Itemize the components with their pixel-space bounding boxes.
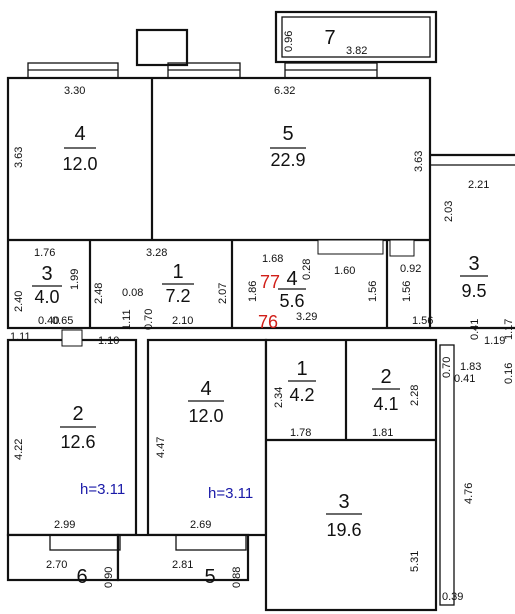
room-label-area: 9.5	[461, 281, 486, 301]
dimension-label: 3.29	[296, 311, 317, 323]
balcony-5-outline	[116, 533, 250, 582]
dimension-label: 2.03	[443, 201, 455, 222]
balcony-6-outline	[6, 533, 120, 582]
room-label-number: 4	[200, 378, 211, 400]
dimension-label: 1.56	[401, 281, 413, 302]
dimension-label: 0.90	[103, 567, 115, 588]
room-label-area: 4.1	[373, 394, 398, 414]
dimension-label: 2.99	[54, 519, 75, 531]
dimension-label: 3.28	[146, 247, 167, 259]
balcony-number: 7	[324, 27, 335, 49]
dimension-label: 3.63	[13, 147, 25, 168]
dimension-label: 1.10	[98, 335, 119, 347]
balcony-top-inner	[281, 16, 431, 58]
dimension-label: 1.83	[460, 361, 481, 373]
dimension-label: 0.96	[283, 31, 295, 52]
dimension-label: 4.76	[463, 483, 475, 504]
ceiling-height-mid: h=3.11	[208, 485, 253, 502]
window-bottom-left	[49, 534, 121, 551]
dimension-label: 0.65	[52, 315, 73, 327]
room-label-number: 2	[72, 403, 83, 425]
dimension-label: 0.41	[454, 373, 475, 385]
dimension-label: 0.40	[38, 315, 59, 327]
dimension-label: 0.88	[231, 567, 243, 588]
dimension-label: 1.56	[412, 315, 433, 327]
dimension-label: 1.17	[503, 319, 515, 340]
dimension-label: 3.30	[64, 85, 85, 97]
toilet-fixture	[61, 329, 83, 347]
dimension-label: 2.28	[409, 385, 421, 406]
dimension-label: 1.19	[484, 335, 505, 347]
dimension-label: 2.07	[217, 283, 229, 304]
room-label-number: 1	[172, 261, 183, 283]
dimension-label: 2.48	[93, 283, 105, 304]
dimension-label: 2.40	[13, 291, 25, 312]
room-label-area: 12.6	[60, 432, 95, 452]
dimension-label: 0.92	[400, 263, 421, 275]
room-label-number: 4	[286, 268, 297, 290]
room-label-area: 5.6	[279, 291, 304, 311]
room-label-number: 3	[338, 491, 349, 513]
room-3-big-outline	[264, 338, 438, 612]
dimension-label: 3.63	[413, 151, 425, 172]
room-label-number: 5	[282, 123, 293, 145]
dimension-label: 0.39	[442, 591, 463, 603]
dimension-label: 0.70	[441, 357, 453, 378]
dimension-label: 2.10	[172, 315, 193, 327]
dimension-label: 1.11	[121, 309, 133, 330]
window-bottom-mid	[175, 534, 247, 551]
dimension-label: 2.70	[46, 559, 67, 571]
room-label-number: 4	[74, 123, 85, 145]
room-label-area: 4.0	[34, 287, 59, 307]
dimension-label: 1.60	[334, 265, 355, 277]
lower-right-window	[439, 344, 455, 606]
red-mark-upper: 77	[260, 272, 280, 292]
dimension-label: 3.82	[346, 45, 367, 57]
dimension-label: 4.22	[13, 439, 25, 460]
dimension-label: 1.78	[290, 427, 311, 439]
room-label-number: 1	[296, 358, 307, 380]
balcony-number: 6	[76, 566, 87, 588]
dimension-label: 1.81	[372, 427, 393, 439]
dimension-label: 1.11	[10, 331, 31, 343]
room-label-area: 4.2	[289, 385, 314, 405]
balcony-number: 5	[204, 566, 215, 588]
vent-shaft-top	[135, 28, 189, 67]
room-label-number: 3	[41, 263, 52, 285]
dimension-label: 2.69	[190, 519, 211, 531]
dimension-label: 0.08	[122, 287, 143, 299]
dimension-label: 1.68	[262, 253, 283, 265]
dimension-label: 0.41	[469, 319, 481, 340]
dimension-label: 4.47	[155, 437, 167, 458]
dimension-label: 1.56	[367, 281, 379, 302]
dimension-label: 0.70	[143, 309, 155, 330]
room-label-number: 2	[380, 366, 391, 388]
dimension-label: 2.21	[468, 179, 489, 191]
dimension-label: 0.28	[301, 259, 313, 280]
room-label-area: 22.9	[270, 150, 305, 170]
dimension-label: 1.76	[34, 247, 55, 259]
room-label-area: 19.6	[326, 520, 361, 540]
dimension-label: 0.16	[503, 363, 515, 384]
sink-fixture	[389, 239, 415, 257]
red-mark-lower: 76	[258, 312, 278, 332]
balcony-top-outline	[274, 10, 438, 64]
ceiling-height-left: h=3.11	[80, 481, 125, 498]
dimension-label: 1.99	[69, 269, 81, 290]
bathtub-fixture	[317, 239, 384, 255]
dimension-label: 1.86	[247, 281, 259, 302]
room-label-area: 7.2	[165, 286, 190, 306]
room-label-number: 3	[468, 253, 479, 275]
dimension-label: 6.32	[274, 85, 295, 97]
upper-block-outline	[6, 76, 432, 330]
dimension-label: 2.34	[273, 387, 285, 408]
dimension-label: 2.81	[172, 559, 193, 571]
room-label-area: 12.0	[62, 154, 97, 174]
dimension-label: 5.31	[409, 551, 421, 572]
room-label-area: 12.0	[188, 406, 223, 426]
